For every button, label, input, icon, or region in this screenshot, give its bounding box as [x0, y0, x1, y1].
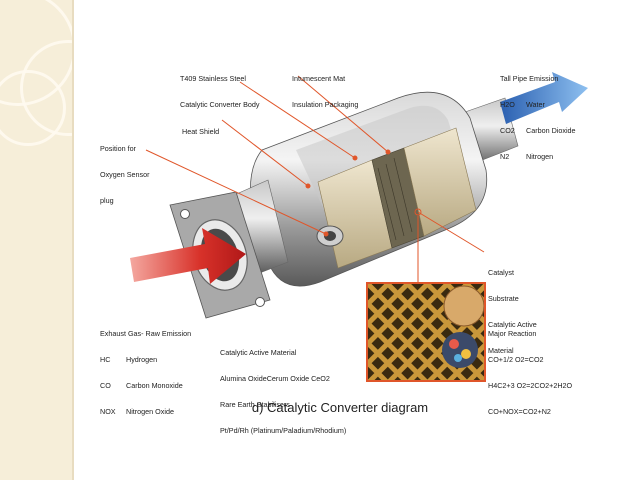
label-major-reaction: Major Reaction CO+1/2 O2=CO2 H4C2+3 O2=2… [488, 329, 573, 416]
leader-lines [145, 75, 485, 282]
inlet-arrow [130, 228, 246, 284]
figure-caption: d) Catalytic Converter diagram [251, 400, 429, 415]
sidebar-divider [72, 0, 74, 480]
substrate-detail-inset [366, 282, 486, 382]
label-heat-shield: Heat Shield [182, 127, 220, 137]
decorative-sidebar [0, 0, 72, 480]
catalytic-converter-illustration [130, 72, 588, 319]
oxygen-sensor-boss [316, 225, 344, 247]
label-intumescent-mat: Intumescent Mat Insulation Packaging [292, 74, 359, 109]
label-steel-body: T409 Stainless Steel Catalytic Converter… [180, 74, 260, 109]
label-oxygen-sensor: Position for Oxygen Sensor plug [100, 144, 150, 205]
label-catalyst-substrate: Catalyst Substrate Catalytic Active Mate… [488, 268, 537, 355]
outlet-arrow [500, 72, 588, 124]
label-active-material: Catalytic Active Material Alumina OxideC… [220, 348, 347, 435]
